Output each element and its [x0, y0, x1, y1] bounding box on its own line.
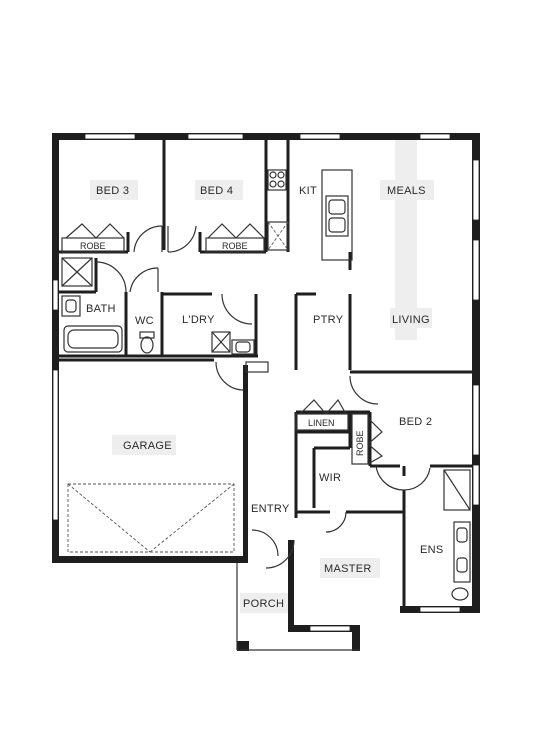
- label-entry: ENTRY: [251, 503, 290, 515]
- label-bath: BATH: [86, 303, 116, 315]
- label-garage: GARAGE: [123, 440, 172, 452]
- label-pantry: PTRY: [313, 314, 344, 326]
- windows: [52, 133, 480, 632]
- room-labels: BED 3 BED 4 KIT MEALS ROBE ROBE BATH WC …: [80, 185, 444, 610]
- porch-outline: [236, 563, 360, 651]
- label-robe-bed2: ROBE: [355, 430, 365, 456]
- label-bed4: BED 4: [200, 185, 233, 197]
- label-laundry: L'DRY: [182, 314, 215, 326]
- doors: [95, 225, 431, 569]
- label-wir: WIR: [319, 472, 341, 484]
- label-robe-bed3: ROBE: [80, 241, 106, 251]
- label-meals: MEALS: [387, 185, 426, 197]
- label-shading: [90, 140, 434, 613]
- label-porch: PORCH: [243, 598, 284, 610]
- label-wc: WC: [135, 315, 154, 327]
- label-kit: KIT: [299, 185, 317, 197]
- label-living: LIVING: [392, 314, 430, 326]
- garage-door: [67, 483, 235, 553]
- label-robe-bed4: ROBE: [222, 241, 248, 251]
- label-bed2: BED 2: [399, 416, 432, 428]
- fixtures: [61, 169, 471, 601]
- robe-doors: [61, 223, 384, 465]
- label-master: MASTER: [324, 563, 372, 575]
- label-linen: LINEN: [308, 418, 335, 428]
- label-ens: ENS: [420, 544, 444, 556]
- label-bed3: BED 3: [96, 185, 129, 197]
